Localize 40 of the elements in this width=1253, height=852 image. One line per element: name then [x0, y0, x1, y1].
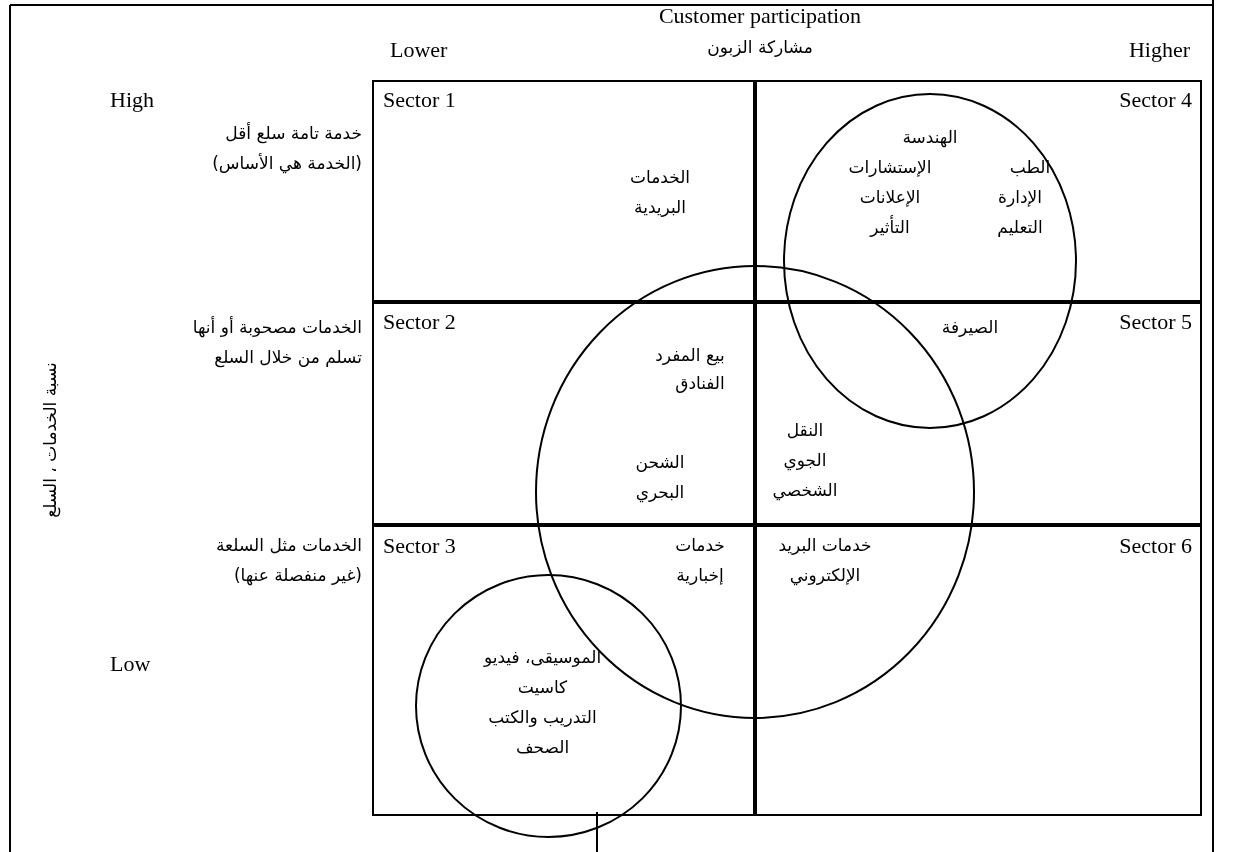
axis-end-label: Low	[110, 650, 152, 678]
sector-cell	[372, 523, 757, 816]
sector-label: Sector 1	[383, 86, 457, 114]
service-label: الصحف	[514, 736, 571, 759]
axis-end-label: High	[110, 86, 155, 114]
service-label: الصيرفة	[940, 316, 1000, 339]
sector-label: Sector 6	[1118, 532, 1192, 560]
service-label: خدمات البريد الإلكتروني	[777, 534, 873, 588]
service-label: الفنادق	[674, 372, 726, 395]
sector-label: Sector 4	[1118, 86, 1192, 114]
service-label: بيع المفرد	[654, 344, 726, 368]
service-label: الهندسة	[901, 126, 959, 150]
row-label: الخدمات مثل السلعة (غير منفصلة عنها)	[214, 534, 362, 588]
service-label: الإدارة	[997, 186, 1043, 209]
service-label: الطب	[1008, 156, 1052, 179]
sector-cell	[372, 80, 757, 304]
sector-label: Sector 5	[1118, 308, 1192, 336]
sector-cell	[753, 300, 1202, 527]
service-label: التعليم	[996, 216, 1044, 239]
service-label: الموسيقى، فيديو كاسيت	[482, 646, 603, 699]
row-label: خدمة تامة سلع أقل (الخدمة هي الأساس)	[211, 121, 362, 176]
axis-end-label: Higher	[1127, 36, 1190, 64]
sector-cell	[753, 80, 1202, 304]
service-label: الإستشارات	[847, 156, 933, 179]
axis-end-label: Lower	[390, 36, 449, 64]
sector-cell	[372, 300, 757, 527]
service-label: الخدمات البريدية	[628, 166, 692, 219]
axis-title: نسبة الخدمات ، السلع	[39, 361, 62, 520]
sector-cell	[753, 523, 1202, 816]
axis-title: Customer participation	[657, 2, 863, 30]
service-label: النقل الجوي الشخصي	[771, 419, 839, 503]
service-label: الشحن البحري	[634, 451, 686, 505]
service-label: التأثير	[868, 214, 911, 239]
service-label: التدريب والكتب	[487, 706, 598, 729]
sector-label: Sector 3	[383, 532, 457, 560]
sector-label: Sector 2	[383, 308, 457, 336]
service-label: الإعلانات	[858, 186, 922, 209]
axis-title: مشاركة الزبون	[706, 36, 814, 59]
row-label: الخدمات مصحوبة أو أنها تسلم من خلال السلع	[191, 315, 362, 370]
service-label: خدمات إخبارية	[674, 534, 726, 587]
